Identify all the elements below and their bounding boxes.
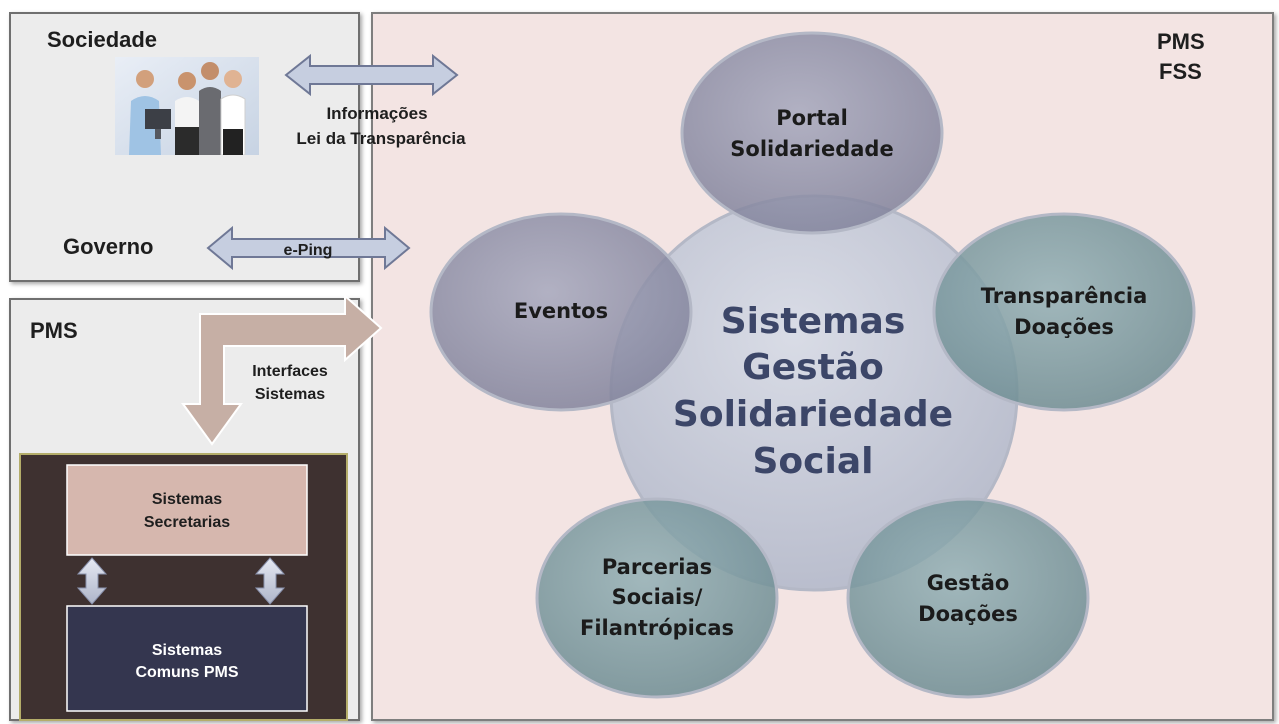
portal-line1: Portal bbox=[776, 106, 848, 130]
transparencia-line1: Transparência bbox=[981, 284, 1148, 308]
interfaces-label-line2: Sistemas bbox=[255, 386, 325, 403]
vertical-arrow-left bbox=[76, 557, 108, 605]
gestao-bubble bbox=[846, 497, 1090, 699]
parcerias-line2: Sociais/ bbox=[612, 585, 703, 609]
eventos-line1: Eventos bbox=[514, 299, 608, 323]
vertical-arrow-right bbox=[254, 557, 286, 605]
eping-label: e-Ping bbox=[284, 242, 333, 259]
transparencia-bubble bbox=[932, 212, 1196, 412]
parcerias-line1: Parcerias bbox=[602, 555, 712, 579]
transparencia-line2: Doações bbox=[1014, 315, 1114, 339]
sociedade-label: Sociedade bbox=[47, 27, 158, 52]
info-double-arrow bbox=[284, 53, 459, 97]
box-bottom-line1: Sistemas bbox=[152, 642, 222, 659]
center-line3: Solidariedade bbox=[673, 394, 953, 435]
box-top-line1: Sistemas bbox=[152, 491, 222, 508]
eping-double-arrow bbox=[206, 225, 411, 271]
gestao-line2: Doações bbox=[918, 602, 1018, 626]
governo-label: Governo bbox=[63, 234, 154, 259]
center-line1: Sistemas bbox=[721, 301, 906, 342]
info-label-line1: Informações bbox=[326, 104, 427, 123]
sistemas-secretarias-box bbox=[66, 464, 308, 556]
info-label-line2: Lei da Transparência bbox=[296, 129, 466, 148]
pms-label: PMS bbox=[30, 318, 78, 343]
pms-fss-line1: PMS bbox=[1157, 29, 1205, 54]
box-bottom-line2: Comuns PMS bbox=[135, 664, 238, 681]
center-line4: Social bbox=[753, 441, 874, 482]
box-top-line2: Secretarias bbox=[144, 514, 230, 531]
parcerias-bubble bbox=[535, 497, 779, 699]
gestao-line1: Gestão bbox=[927, 571, 1010, 595]
eventos-bubble bbox=[429, 212, 693, 412]
center-line2: Gestão bbox=[742, 347, 884, 388]
interfaces-bent-arrow bbox=[181, 293, 383, 446]
portal-line2: Solidariedade bbox=[730, 137, 893, 161]
portal-bubble bbox=[680, 31, 944, 235]
sistemas-comuns-box bbox=[66, 605, 308, 712]
pms-fss-line2: FSS bbox=[1159, 59, 1202, 84]
parcerias-line3: Filantrópicas bbox=[580, 616, 734, 640]
people-photo bbox=[115, 57, 259, 155]
interfaces-label-line1: Interfaces bbox=[252, 363, 328, 380]
